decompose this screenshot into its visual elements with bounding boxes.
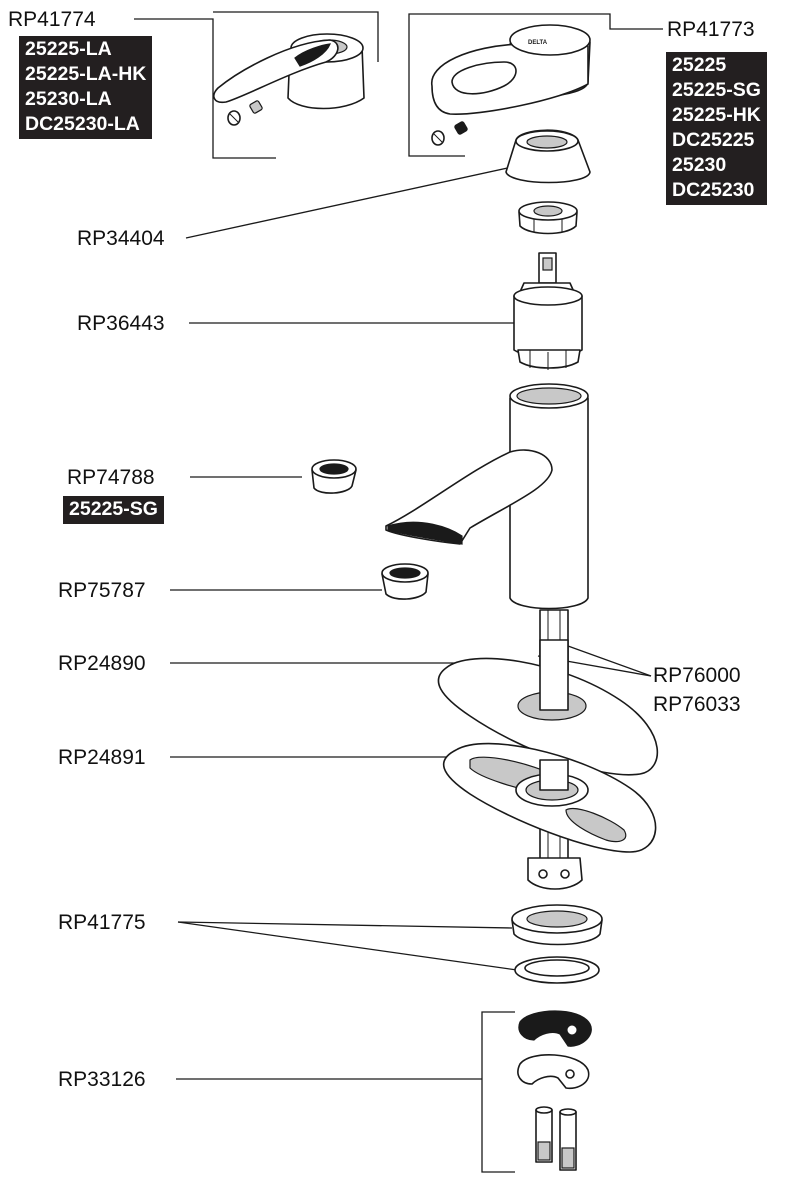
leader-rp76000-a <box>567 645 652 677</box>
loop-handle: DELTA <box>431 24 591 146</box>
model-box-aerator: 25225-SG <box>63 496 164 524</box>
leader-rp41775-a <box>177 921 513 929</box>
leader-rp41774 <box>134 18 276 159</box>
label-rp75787: RP75787 <box>58 579 146 602</box>
label-rp24890: RP24890 <box>58 652 146 675</box>
label-rp36443: RP36443 <box>77 312 165 335</box>
leader-rp41775-b <box>177 921 518 971</box>
model-box-lever-handle: 25225-LA 25225-LA-HK 25230-LA DC25230-LA <box>19 36 153 139</box>
label-rp41774: RP41774 <box>8 8 96 31</box>
model-number: 25225-LA-HK <box>25 63 147 85</box>
model-number: DC25230 <box>672 179 755 201</box>
leader-rp41773 <box>408 13 663 157</box>
handle-logo: DELTA <box>528 40 548 46</box>
leader-lines <box>134 11 663 1173</box>
model-number: 25225-HK <box>672 104 761 126</box>
model-number: 25225-LA <box>25 38 112 60</box>
aerator-rp74788 <box>311 459 357 494</box>
label-rp41775: RP41775 <box>58 911 146 934</box>
cartridge <box>513 252 583 370</box>
label-rp34404: RP34404 <box>77 227 165 250</box>
bracket-rp33126 <box>481 1011 515 1173</box>
cap <box>505 129 591 184</box>
label-rp41773: RP41773 <box>667 18 755 41</box>
model-number: 25225-SG <box>672 79 761 101</box>
gasket <box>442 742 657 853</box>
label-rp24891: RP24891 <box>58 746 146 769</box>
model-number: 25230 <box>672 154 727 176</box>
model-number: DC25225 <box>672 129 755 151</box>
bracket-rp41774-top <box>213 11 379 62</box>
aerator-rp75787 <box>381 563 429 600</box>
model-number: 25225-SG <box>69 498 158 520</box>
bonnet-nut <box>518 201 578 235</box>
model-number: DC25230-LA <box>25 113 140 135</box>
model-box-loop-handle: 25225 25225-SG 25225-HK DC25225 25230 DC… <box>666 52 767 205</box>
label-rp33126: RP33126 <box>58 1068 146 1091</box>
mounting-rings <box>511 904 603 984</box>
leader-rp34404 <box>185 166 513 239</box>
label-rp76033: RP76033 <box>653 693 741 716</box>
lever-handle <box>213 33 365 126</box>
model-number: 25225 <box>672 54 727 76</box>
escutcheon-plate <box>437 639 659 776</box>
label-rp74788: RP74788 <box>67 466 155 489</box>
label-rp76000: RP76000 <box>653 664 741 687</box>
model-number: 25230-LA <box>25 88 112 110</box>
mounting-hardware <box>517 1010 592 1171</box>
